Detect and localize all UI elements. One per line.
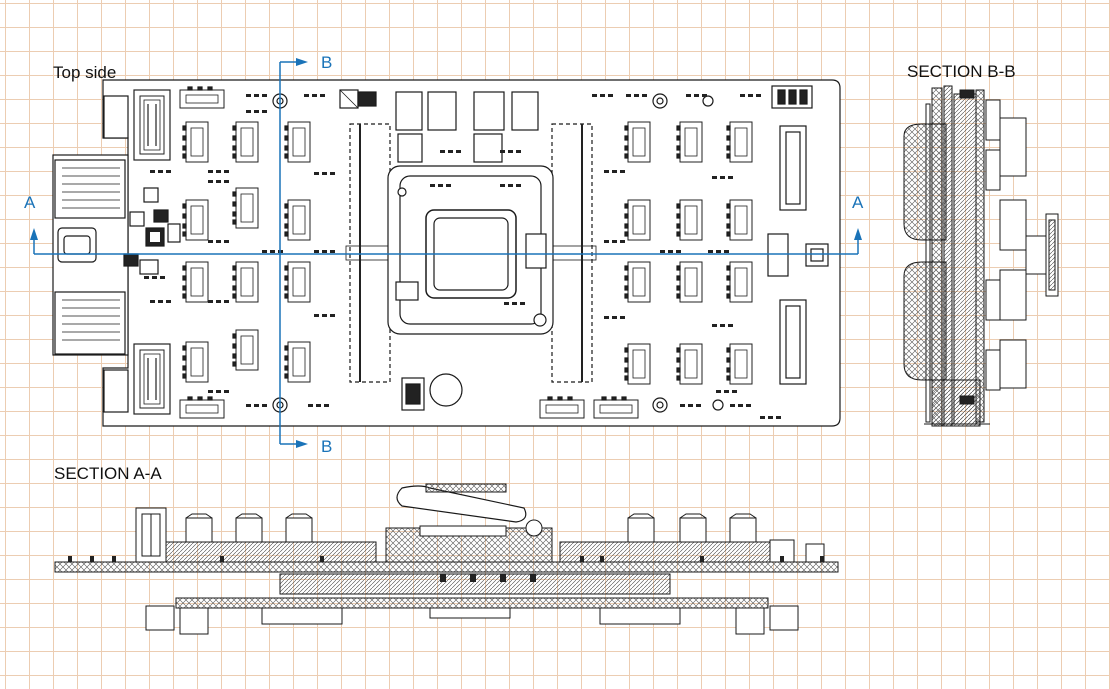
- section-mark-b-bottom: B: [321, 437, 333, 456]
- section-mark-a-left: A: [24, 193, 36, 212]
- section-mark-a-right: A: [852, 193, 864, 212]
- section-a-a-view: [54, 483, 839, 635]
- section-line-b-b: [279, 58, 308, 448]
- section-mark-b-top: B: [321, 53, 333, 72]
- section-line-a-a: [30, 228, 862, 255]
- section-aa-label: SECTION A-A: [54, 464, 162, 483]
- top-view: [52, 79, 841, 427]
- top-side-label: Top side: [53, 63, 117, 82]
- section-bb-label: SECTION B-B: [907, 62, 1016, 81]
- section-b-b-view: [903, 85, 1059, 427]
